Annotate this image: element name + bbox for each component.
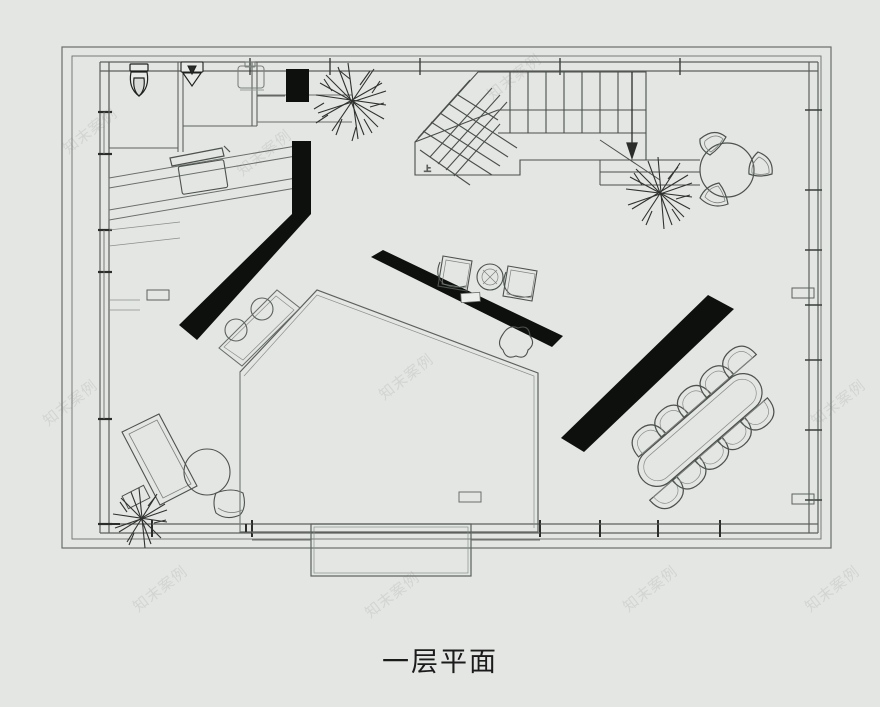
round-table-chairs	[699, 131, 773, 207]
chair-3	[699, 182, 729, 207]
bar-counter	[218, 289, 301, 367]
stair-label: 上	[424, 164, 431, 173]
chair-1-inner	[704, 135, 724, 153]
stair-direction-arrow	[626, 72, 638, 161]
black-wall-bent	[179, 141, 311, 340]
toilet-icon	[129, 63, 149, 97]
chair-1	[699, 131, 727, 156]
plan-geometry: 上	[61, 46, 832, 577]
tree-symbol-stair	[625, 156, 693, 230]
wall-openings	[460, 291, 481, 304]
tree-symbol-bottom-left	[112, 487, 168, 549]
accent-stool-organic	[498, 326, 534, 358]
central-room-niche	[458, 491, 482, 503]
armchair-right	[502, 265, 538, 302]
black-wall-entry-stub	[286, 69, 309, 102]
chair-2	[748, 151, 773, 177]
bar-stool-group	[224, 297, 274, 342]
niche-left-upper	[146, 289, 170, 301]
sink-icon	[180, 61, 204, 87]
tree-symbol-top	[313, 62, 387, 142]
dining-chairs	[631, 345, 775, 510]
plan-caption: 一层平面	[382, 647, 498, 678]
niche-right-upper	[791, 287, 815, 299]
porch-thresholds	[252, 532, 540, 541]
round-dining-table	[699, 142, 755, 198]
armchair-left	[437, 255, 473, 292]
stair-guide-line	[599, 139, 700, 186]
basin-icon	[237, 61, 265, 91]
entrance-porch	[310, 523, 472, 577]
niche-right-lower	[791, 493, 815, 505]
coffee-table-round	[183, 448, 231, 496]
right-wall-window-mullions	[805, 109, 822, 501]
bar-stool-2	[250, 297, 274, 321]
chair-2-inner	[751, 156, 770, 175]
building-outline	[61, 46, 832, 549]
side-table-round	[476, 263, 504, 291]
long-dining-table	[637, 373, 763, 487]
black-wall-diagonal-right	[561, 295, 734, 452]
staircase	[414, 71, 647, 186]
counter-rail	[169, 145, 231, 167]
counter-appliance	[177, 159, 229, 195]
wall-niches	[146, 287, 815, 505]
bar-stool-1	[224, 318, 248, 342]
sofa	[121, 413, 198, 506]
column-marks	[110, 523, 247, 532]
bottom-wall-window-mullions	[151, 520, 721, 537]
service-room-partitions	[108, 62, 285, 152]
chair-3-inner	[704, 185, 726, 204]
kitchen-counter	[108, 145, 297, 221]
interior-guide-lines	[108, 221, 241, 532]
